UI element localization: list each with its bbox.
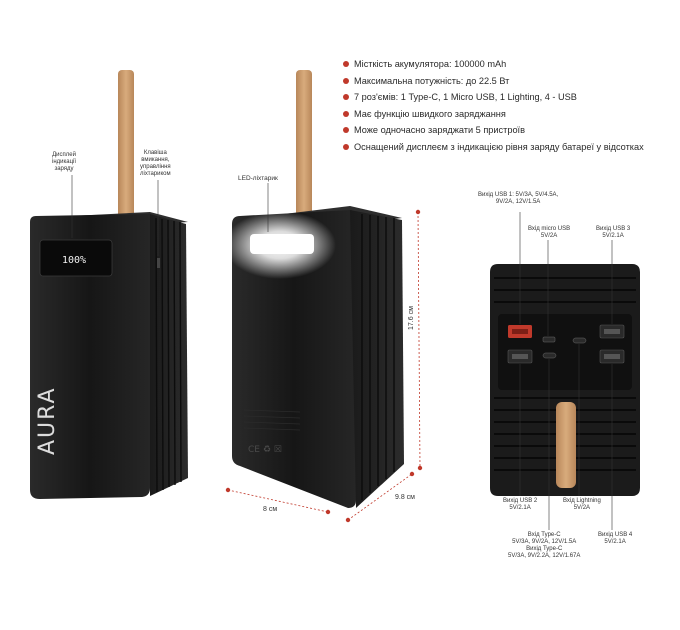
feature-item: Місткість акумулятора: 100000 mAh: [343, 56, 644, 73]
lightning-port: [572, 337, 587, 344]
powerbank-led-view: CE ♻ ☒: [224, 70, 423, 523]
feature-list: Місткість акумулятора: 100000 mAh Максим…: [343, 56, 644, 156]
display-value: 100%: [62, 255, 86, 266]
body-led-front: [232, 210, 356, 508]
label-led: LED-ліхтарик: [238, 175, 278, 182]
label-type-c: Вхід Type-C 5V/3A, 9V/2A, 12V/1.5A Вихід…: [508, 532, 581, 559]
certification-marks: CE ♻ ☒: [248, 445, 282, 455]
label-usb4: Вихід USB 4 5V/2.1A: [598, 532, 633, 545]
bullet-icon: [343, 127, 349, 134]
aura-logo: AURA: [35, 386, 60, 455]
powerbank-ports-view: [490, 212, 640, 530]
label-display: Дисплей індикації заряду: [52, 152, 77, 172]
feature-item: 7 роз'ємів: 1 Type-C, 1 Micro USB, 1 Lig…: [343, 89, 644, 106]
feature-item: Може одночасно заряджати 5 пристроїв: [343, 122, 644, 139]
bullet-icon: [343, 110, 349, 117]
bullet-icon: [343, 143, 349, 150]
bullet-icon: [343, 94, 349, 101]
label-micro-usb: Вхід micro USB 5V/2A: [528, 226, 571, 239]
depth-dimension: 9.8 см: [395, 494, 415, 501]
bullet-icon: [343, 77, 349, 84]
powerbank-front-view: 100% AURA: [30, 70, 188, 499]
label-power-button: Клавіша вмикання, управління ліхтариком: [140, 150, 171, 177]
dimension-lines: [225, 209, 423, 523]
display-panel: [39, 239, 113, 277]
feature-item: Має функцію швидкого заряджання: [343, 106, 644, 123]
strap-ports: [556, 402, 576, 488]
body-front: [30, 214, 150, 499]
height-dimension: 17.6 см: [408, 306, 415, 330]
strap-front: [118, 70, 134, 230]
power-button[interactable]: [157, 258, 160, 268]
feature-item: Оснащений дисплеєм з індикацією рівня за…: [343, 139, 644, 156]
type-c-port: [542, 352, 557, 359]
feature-item: Максимальна потужність: до 22.5 Вт: [343, 73, 644, 90]
width-dimension: 8 см: [263, 506, 278, 513]
label-usb2: Вихід USB 2 5V/2.1A: [503, 498, 538, 511]
label-usb3: Вихід USB 3 5V/2.1A: [596, 226, 631, 239]
bullet-icon: [343, 61, 349, 67]
label-usb1: Вихід USB 1: 5V/3A, 5V/4.5A, 9V/2A, 12V/…: [478, 192, 559, 205]
label-lightning: Вхід Lightning 5V/2A: [563, 498, 601, 511]
strap-led: [296, 70, 312, 222]
micro-usb-port: [542, 336, 556, 343]
